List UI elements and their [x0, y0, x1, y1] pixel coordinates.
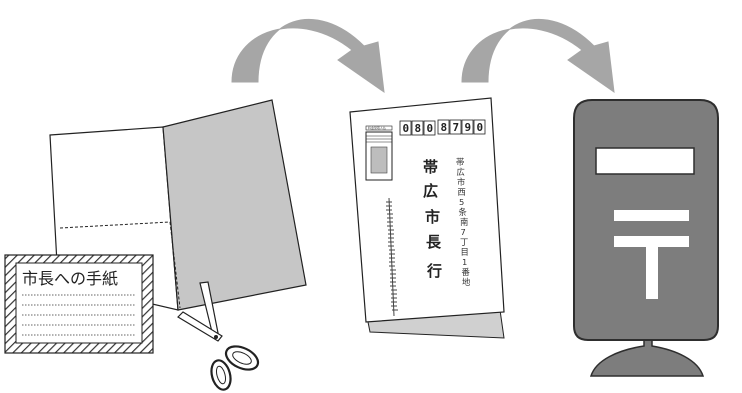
address-char: 市: [457, 177, 465, 187]
reply-envelope: 料金受取人払 0 8 0 8 7 9 0 帯 広 市 長: [350, 98, 504, 338]
zip-digit: 7: [453, 121, 460, 134]
address-char: 帯: [456, 157, 464, 167]
address-char: 番: [462, 267, 471, 277]
recipient-char: 帯: [423, 158, 438, 176]
address-char: 5: [459, 197, 464, 207]
zip-digit: 0: [403, 122, 410, 135]
curved-arrow-icon: [232, 19, 384, 92]
address-char: 1: [462, 257, 467, 267]
curved-arrow-icon: [462, 19, 614, 92]
recipient-char: 長: [426, 233, 442, 251]
address-char: 西: [458, 187, 466, 197]
stamp-text: 料金受取人払: [368, 125, 386, 130]
mailbox-slot: [596, 148, 694, 174]
zip-digit: 8: [441, 121, 448, 134]
letter-label: 市長への手紙: [5, 255, 153, 353]
zip-digit: 8: [415, 122, 422, 135]
address-char: 7: [461, 227, 466, 237]
zip-code: 0 8 0 8 7 9 0: [400, 120, 485, 135]
recipient-char: 広: [423, 182, 438, 200]
address-char: 丁: [460, 237, 468, 247]
address-char: 条: [459, 207, 467, 217]
stamp-box: 料金受取人払: [366, 125, 392, 180]
zip-digit: 0: [427, 122, 434, 135]
address-char: 広: [457, 167, 465, 177]
mailbox-icon: [574, 100, 718, 376]
recipient-char: 行: [426, 262, 442, 280]
zip-digit: 0: [477, 121, 484, 134]
address-char: 地: [462, 277, 470, 287]
address-char: 目: [461, 247, 469, 257]
recipient-char: 市: [425, 208, 440, 226]
zip-digit: 9: [465, 121, 472, 134]
address-char: 南: [460, 217, 468, 227]
letter-label-text: 市長への手紙: [22, 269, 118, 288]
